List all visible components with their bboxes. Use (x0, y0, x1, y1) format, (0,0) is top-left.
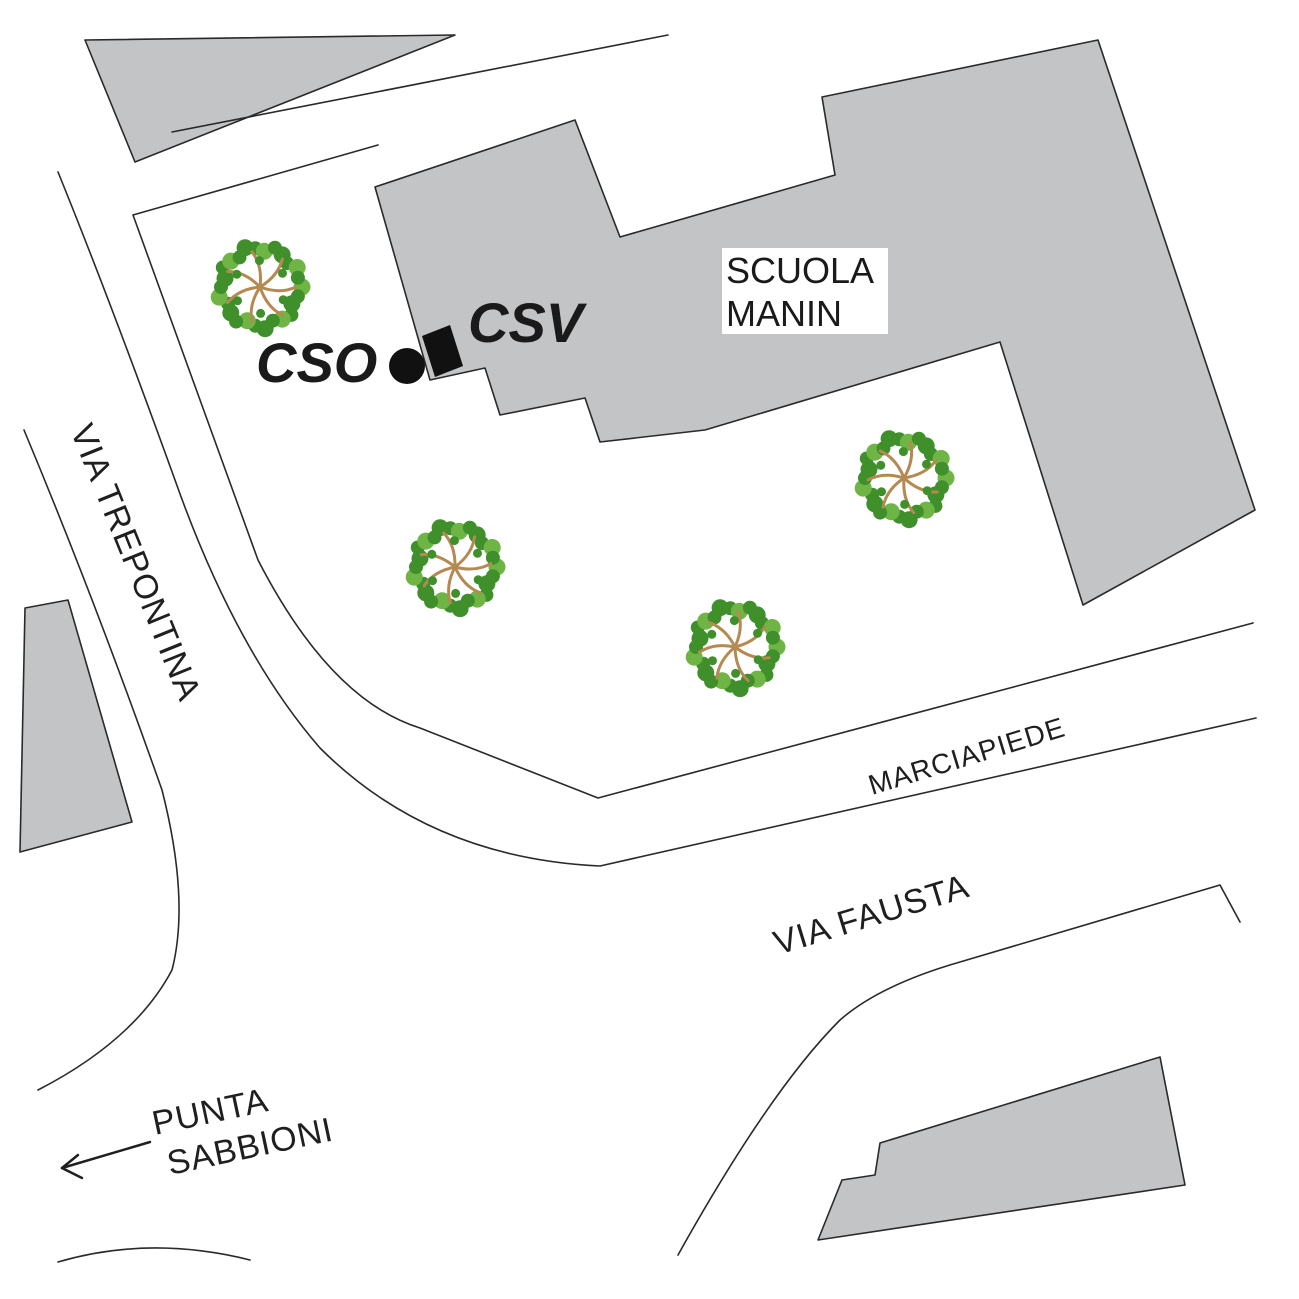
tree-icon (405, 519, 506, 618)
sidewalk-label-marciapiede: MARCIAPIEDE (865, 711, 1069, 800)
direction-punta-sabbioni: PUNTA SABBIONI (60, 1081, 337, 1183)
tree-icon (685, 599, 786, 698)
tree-icon (854, 430, 955, 529)
building-top-left (84, 34, 456, 163)
buildings (19, 34, 1256, 1241)
sidewalk-outer-edge (57, 171, 1257, 867)
cso-circle-marker-icon (389, 348, 425, 384)
via-fausta-south-edge (677, 884, 1241, 1256)
sidewalk-inner-edge (132, 144, 1254, 799)
stations: CSO CSV (256, 291, 588, 394)
school-name-line2: MANIN (726, 293, 842, 334)
via-trepontina-west-edge (23, 429, 180, 1091)
street-label-via-fausta: VIA FAUSTA (769, 867, 973, 962)
station-label-cso: CSO (256, 331, 377, 394)
trees (210, 239, 955, 698)
building-bottom-right (817, 1056, 1186, 1241)
school-label: SCUOLA MANIN (722, 248, 888, 334)
building-left-middle (19, 599, 133, 853)
station-label-csv: CSV (468, 291, 588, 354)
road-edge-top (171, 34, 669, 133)
csv-square-marker-icon (422, 325, 463, 377)
arrow-left-icon (60, 1140, 152, 1180)
road-lines (23, 34, 1257, 1263)
school-label-background (722, 248, 888, 334)
tree-icon (210, 239, 311, 338)
bottom-curve-edge (57, 1247, 251, 1263)
school-name-line1: SCUOLA (726, 250, 874, 291)
